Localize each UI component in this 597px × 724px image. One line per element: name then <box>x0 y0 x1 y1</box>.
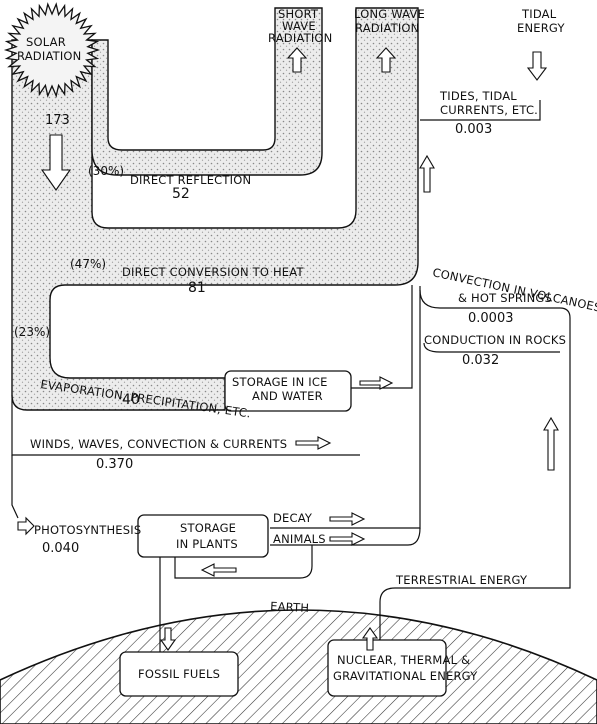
arrow-fossil-down <box>159 627 177 651</box>
nuclear-line2: GRAVITATIONAL ENERGY <box>333 669 478 683</box>
earth-label: EARTH <box>270 599 310 615</box>
tides-1: TIDES, TIDAL <box>439 89 517 103</box>
conversion-pct: (47%) <box>70 257 106 271</box>
plants-box-line1: STORAGE <box>180 521 236 535</box>
arrow-nuclear-up <box>361 627 379 651</box>
rocks-value: 0.032 <box>462 353 499 368</box>
storage-ice-box <box>224 370 352 412</box>
plants-box-line2: IN PLANTS <box>176 537 238 551</box>
solar-label-2: RADIATION <box>17 49 81 63</box>
long-wave-1: LONG WAVE <box>354 7 425 21</box>
solar-label-1: SOLAR <box>26 35 66 49</box>
sun-icon <box>3 2 101 98</box>
tides-value: 0.003 <box>455 122 492 137</box>
arrow-up-right-channel <box>419 154 435 193</box>
reflection-label: DIRECT REFLECTION <box>130 173 251 187</box>
arrow-solar-down <box>40 134 72 191</box>
winds-value: 0.370 <box>96 457 133 472</box>
storage-plants-box <box>137 514 269 558</box>
flow-arrows <box>17 47 559 651</box>
ice-box-line2: AND WATER <box>252 389 323 403</box>
arrow-terrestrial-up <box>543 416 559 471</box>
tides-2: CURRENTS, ETC. <box>440 103 538 117</box>
reflection-value: 52 <box>172 186 190 202</box>
arrow-tidal-down <box>526 51 548 81</box>
short-wave-3: RADIATION <box>268 31 332 45</box>
short-wave-2: WAVE <box>282 19 316 33</box>
photosynthesis-value: 0.040 <box>42 541 79 556</box>
arrow-shortwave-up <box>286 47 308 73</box>
ice-box-line1: STORAGE IN ICE <box>232 375 328 389</box>
thin-flow-lines <box>11 100 571 665</box>
evaporation-value: 40 <box>122 392 140 408</box>
fossil-fuels-box <box>119 651 239 697</box>
rocks-label: CONDUCTION IN ROCKS <box>424 333 566 347</box>
solar-value: 173 <box>45 113 70 128</box>
arrow-longwave-up <box>375 47 397 73</box>
decay-label: DECAY <box>273 511 313 525</box>
evaporation-pct: (23%) <box>14 325 50 339</box>
fossil-label: FOSSIL FUELS <box>138 667 220 681</box>
tidal-2: ENERGY <box>517 21 565 35</box>
arrow-decay-right <box>329 512 366 526</box>
short-wave-1: SHORT <box>278 7 319 21</box>
nuclear-box <box>327 639 447 697</box>
winds-label: WINDS, WAVES, CONVECTION & CURRENTS <box>30 437 287 451</box>
conversion-value: 81 <box>188 280 206 296</box>
conversion-label: DIRECT CONVERSION TO HEAT <box>122 265 304 279</box>
reflection-pct: (30%) <box>88 164 124 178</box>
tidal-1: TIDAL <box>521 7 557 21</box>
arrow-plants-left <box>200 563 237 577</box>
short-wave-channel <box>91 7 323 176</box>
earth-surface <box>0 609 597 724</box>
terrestrial-label: TERRESTRIAL ENERGY <box>395 573 528 587</box>
arrow-winds-right <box>295 436 332 450</box>
volcanoes-1: CONVECTION IN VOLCANOES <box>431 265 597 314</box>
volcanoes-2: & HOT SPRINGS <box>458 291 552 305</box>
volcanoes-value: 0.0003 <box>468 311 514 326</box>
arrow-animals-right <box>329 532 366 546</box>
nuclear-line1: NUCLEAR, THERMAL & <box>337 653 470 667</box>
animals-label: ANIMALS <box>273 532 326 546</box>
long-wave-2: RADIATION <box>355 21 419 35</box>
photosynthesis-label: PHOTOSYNTHESIS <box>34 523 141 537</box>
arrow-photosynthesis-right <box>17 516 35 536</box>
arrow-ice-right <box>359 376 394 390</box>
